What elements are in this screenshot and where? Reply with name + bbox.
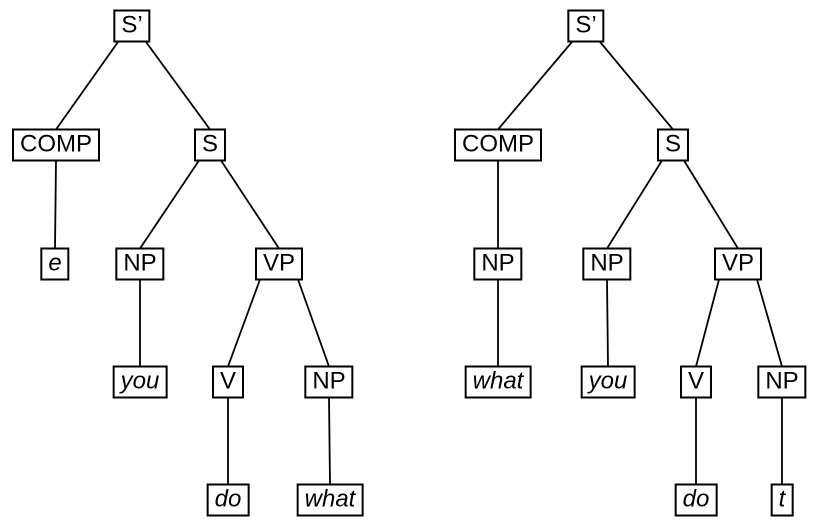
tree-edge <box>227 279 261 367</box>
tree-edge <box>598 40 674 131</box>
tree-edge <box>606 279 609 367</box>
node-comp: COMP <box>454 128 542 162</box>
node-comp: COMP <box>12 128 100 162</box>
node-np-object: NP <box>304 365 354 399</box>
node-np-subject: NP <box>115 247 165 281</box>
node-v: V <box>679 365 713 399</box>
node-s-bar: S’ <box>113 9 151 43</box>
node-t-trace-leaf: t <box>770 483 794 517</box>
node-you-leaf: you <box>112 365 168 399</box>
node-s-bar: S’ <box>567 9 605 43</box>
tree-edge <box>695 279 720 367</box>
node-do-leaf: do <box>206 483 250 517</box>
node-v: V <box>211 365 245 399</box>
node-what-leaf: what <box>464 365 532 399</box>
tree-edge <box>144 40 211 131</box>
tree-edge <box>497 40 574 131</box>
tree-edge <box>54 160 57 249</box>
tree-edge <box>220 160 280 249</box>
node-s: S <box>656 128 690 162</box>
tree-edge <box>683 160 739 249</box>
node-you-leaf: you <box>580 365 636 399</box>
node-do-leaf: do <box>674 483 718 517</box>
node-vp: VP <box>254 247 304 281</box>
node-e-empty-leaf: e <box>40 247 70 281</box>
tree-edge <box>606 160 663 249</box>
node-np-object: NP <box>757 365 807 399</box>
tree-edge <box>756 279 783 367</box>
node-np-comp: NP <box>473 247 523 281</box>
node-vp: VP <box>713 247 763 281</box>
node-s: S <box>193 128 227 162</box>
tree-edge <box>328 397 331 485</box>
tree-edge <box>139 159 200 250</box>
tree-edge <box>297 279 330 367</box>
node-what-leaf: what <box>296 483 364 517</box>
tree-edge <box>55 40 120 131</box>
node-np-subject: NP <box>582 247 632 281</box>
